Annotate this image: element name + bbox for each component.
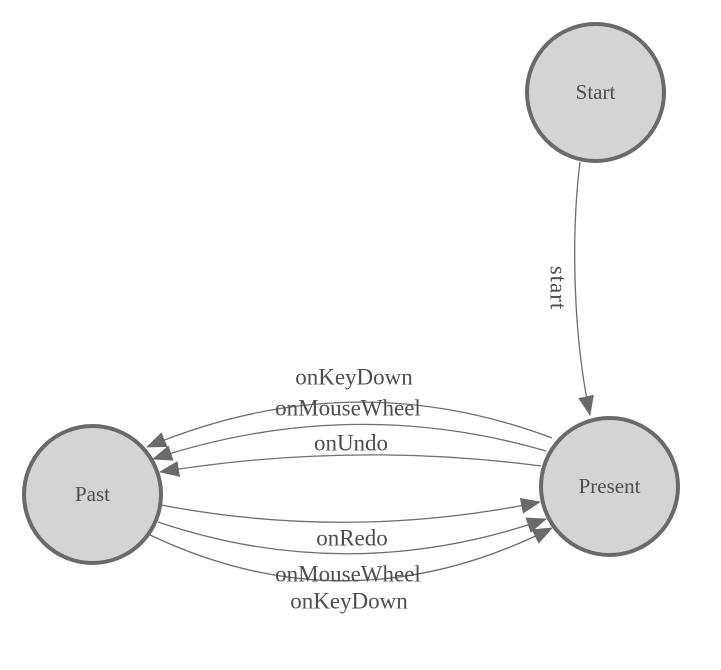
edge-label-onkeydown-top: onKeyDown xyxy=(295,364,413,390)
node-start-label: Start xyxy=(575,80,616,104)
edge-present-to-past-onmousewheel[interactable] xyxy=(152,423,547,461)
edge-start-to-present[interactable] xyxy=(574,161,594,416)
node-past-label: Past xyxy=(74,482,110,506)
node-start[interactable]: Start xyxy=(525,22,666,163)
edge-present-to-past-onundo[interactable] xyxy=(159,454,542,477)
edge-past-to-present-onmousewheel[interactable] xyxy=(157,517,547,555)
edge-present-to-past-onkeydown[interactable] xyxy=(146,401,553,448)
edge-label-onmousewheel-top: onMouseWheel xyxy=(275,395,421,421)
edge-label-onredo: onRedo xyxy=(316,525,388,551)
edge-past-to-present-onkeydown[interactable] xyxy=(149,527,553,582)
edge-label-start: start xyxy=(545,265,571,311)
node-present[interactable]: Present xyxy=(539,416,680,557)
edge-label-onmousewheel-bottom: onMouseWheel xyxy=(275,561,421,587)
node-present-label: Present xyxy=(578,474,641,498)
edge-label-onundo: onUndo xyxy=(313,430,389,456)
node-past[interactable]: Past xyxy=(22,424,163,565)
edge-past-to-present-onredo[interactable] xyxy=(160,497,541,523)
edge-label-onkeydown-bottom: onKeyDown xyxy=(290,588,408,614)
